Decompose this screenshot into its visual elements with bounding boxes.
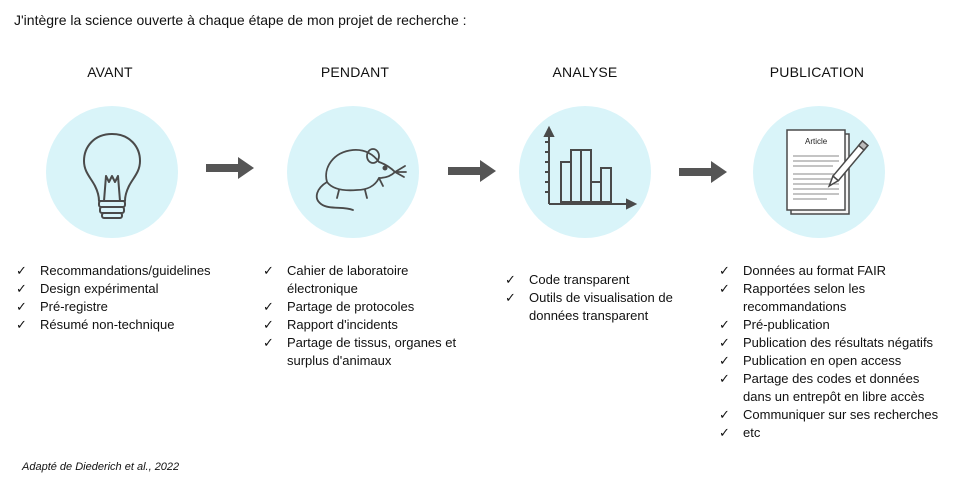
checkmark-icon: ✓ (263, 299, 274, 314)
stage-title-pendant: PENDANT (320, 64, 390, 80)
list-item-text: Rapportées selon les recommandations (743, 281, 866, 314)
analyse-circle (519, 106, 651, 238)
list-item-text: Résumé non-technique (40, 317, 175, 332)
list-item-text: Données au format FAIR (743, 263, 887, 278)
list-item-text: Partage de protocoles (287, 299, 415, 314)
list-item-text: Partage de tissus, organes et surplus d'… (287, 335, 457, 368)
list-item-text: Communiquer sur ses recherches (743, 407, 939, 422)
list-item: ✓ Cahier de laboratoire électronique (261, 262, 471, 298)
list-item: ✓ Données au format FAIR (717, 262, 943, 280)
list-item-text: Outils de visualisation de données trans… (529, 290, 673, 323)
checkmark-icon: ✓ (719, 407, 730, 422)
list-item: ✓ Recommandations/guidelines (14, 262, 244, 280)
list-item-text: Publication des résultats négatifs (743, 335, 934, 350)
checkmark-icon: ✓ (505, 272, 516, 287)
checkmark-icon: ✓ (719, 353, 730, 368)
article-label: Article (805, 137, 828, 146)
checkmark-icon: ✓ (719, 425, 730, 440)
list-item: ✓ Code transparent (503, 271, 683, 289)
list-item-text: Cahier de laboratoire électronique (287, 263, 409, 296)
list-item-text: Recommandations/guidelines (40, 263, 211, 278)
list-item-text: Design expérimental (40, 281, 159, 296)
stage-title-publication: PUBLICATION (769, 64, 865, 80)
analyse-list: ✓ Code transparent ✓ Outils de visualisatio… (503, 271, 683, 325)
list-item: ✓ Communiquer sur ses recherches (717, 406, 943, 424)
stage-title-analyse: ANALYSE (552, 64, 618, 80)
list-item: ✓ Pré-publication (717, 316, 943, 334)
publication-list: ✓ Données au format FAIR ✓ Rapportées selon… (717, 262, 943, 442)
checkmark-icon: ✓ (719, 281, 730, 296)
checkmark-icon: ✓ (16, 263, 27, 278)
avant-circle (46, 106, 178, 238)
list-item: ✓ Partage de protocoles (261, 298, 471, 316)
checkmark-icon: ✓ (505, 290, 516, 305)
list-item: ✓ Résumé non-technique (14, 316, 244, 334)
credit-text: Adapté de Diederich et al., 2022 (22, 461, 180, 473)
stage-title-avant: AVANT (87, 64, 133, 80)
list-item-text: Publication en open access (743, 353, 902, 368)
pendant-circle (287, 106, 419, 238)
list-item-text: Pré-registre (40, 299, 108, 314)
checkmark-icon: ✓ (16, 281, 27, 296)
checkmark-icon: ✓ (263, 335, 274, 350)
checkmark-icon: ✓ (16, 317, 27, 332)
arrow-right-icon (679, 161, 727, 183)
checkmark-icon: ✓ (719, 371, 730, 386)
list-item: ✓ etc (717, 424, 943, 442)
list-item: ✓ Partage des codes et données dans un en… (717, 370, 943, 406)
list-item-text: Pré-publication (743, 317, 830, 332)
list-item-text: Partage des codes et données dans un ent… (743, 371, 925, 404)
article-icon: Article (786, 129, 869, 215)
list-item: ✓ Rapportées selon les recommandations (717, 280, 943, 316)
checkmark-icon: ✓ (263, 317, 274, 332)
list-item-text: etc (743, 425, 761, 440)
mouse-icon (315, 148, 407, 211)
avant-list: ✓ Recommandations/guidelines ✓ Design expér… (14, 262, 244, 334)
list-item: ✓ Rapport d'incidents (261, 316, 471, 334)
checkmark-icon: ✓ (719, 335, 730, 350)
bar-chart-icon (543, 125, 638, 210)
checkmark-icon: ✓ (16, 299, 27, 314)
publication-circle: Article (753, 106, 885, 238)
list-item: ✓ Publication des résultats négatifs (717, 334, 943, 352)
pendant-list: ✓ Cahier de laboratoire électronique ✓ Part… (261, 262, 471, 370)
arrow-right-icon (448, 160, 496, 182)
lightbulb-icon (83, 133, 141, 219)
list-item-text: Rapport d'incidents (287, 317, 398, 332)
list-item: ✓ Partage de tissus, organes et surplus d… (261, 334, 471, 370)
checkmark-icon: ✓ (263, 263, 274, 278)
intro-text: J'intègre la science ouverte à chaque ét… (14, 12, 467, 28)
checkmark-icon: ✓ (719, 317, 730, 332)
list-item: ✓ Publication en open access (717, 352, 943, 370)
list-item-text: Code transparent (529, 272, 630, 287)
checkmark-icon: ✓ (719, 263, 730, 278)
arrow-right-icon (206, 157, 254, 179)
list-item: ✓ Outils de visualisation de données tran… (503, 289, 683, 325)
list-item: ✓ Pré-registre (14, 298, 244, 316)
list-item: ✓ Design expérimental (14, 280, 244, 298)
